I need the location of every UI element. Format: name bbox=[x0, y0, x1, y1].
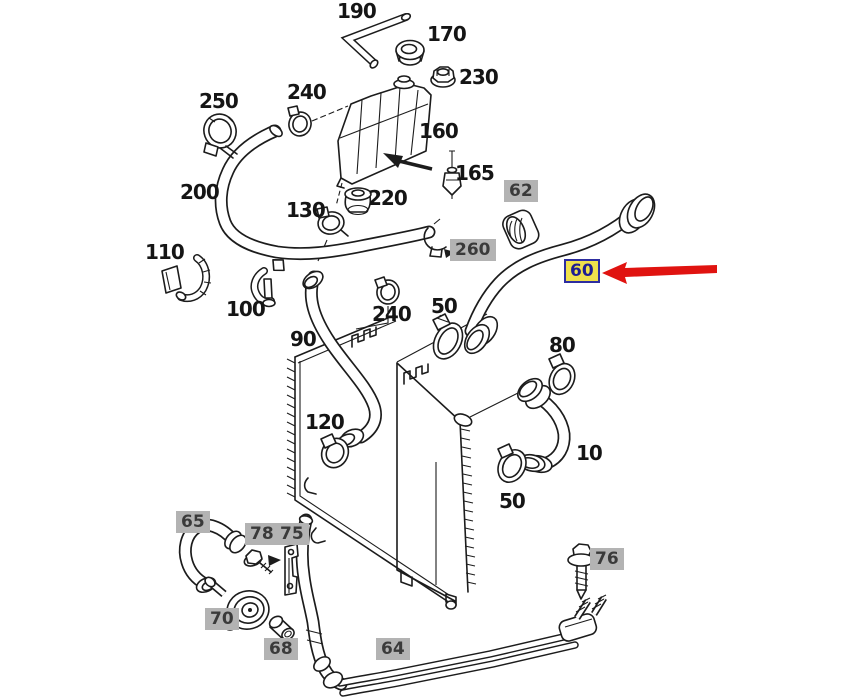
part-label-165: 165 bbox=[455, 161, 495, 185]
screw-78-drawing bbox=[243, 549, 281, 575]
part-label-170: 170 bbox=[427, 22, 467, 46]
clip-100-drawing bbox=[250, 259, 285, 308]
part-label-50-lower: 50 bbox=[499, 489, 526, 513]
part-label-62-hotspot[interactable]: 62 bbox=[504, 180, 538, 202]
part-label-60-highlighted[interactable]: 60 bbox=[564, 259, 600, 283]
clamp-130-drawing bbox=[316, 206, 349, 237]
part-label-50-upper: 50 bbox=[431, 294, 458, 318]
vent-hose-190-drawing bbox=[340, 12, 412, 69]
sensor-165-drawing bbox=[442, 150, 462, 199]
cooler-pipes-64-drawing bbox=[313, 594, 607, 697]
part-label-240-mid: 240 bbox=[372, 302, 412, 326]
part-label-90: 90 bbox=[290, 327, 317, 351]
hose-200-drawing bbox=[214, 124, 436, 261]
retainer-110-drawing bbox=[161, 254, 212, 303]
part-label-250: 250 bbox=[199, 89, 239, 113]
part-label-130: 130 bbox=[286, 198, 326, 222]
part-label-190: 190 bbox=[337, 0, 377, 23]
hose-10-drawing bbox=[517, 377, 571, 474]
part-label-10: 10 bbox=[576, 441, 603, 465]
part-label-80: 80 bbox=[549, 333, 576, 357]
clamp-50-upper-drawing bbox=[432, 313, 464, 360]
expansion-tank-160-drawing bbox=[336, 75, 433, 189]
bracket-75-drawing bbox=[284, 543, 299, 596]
clamp-50-lower-drawing bbox=[497, 443, 527, 484]
red-pointer-arrow bbox=[602, 262, 717, 284]
grommet-220-drawing bbox=[344, 187, 372, 216]
part-label-78-hotspot[interactable]: 78 bbox=[245, 523, 279, 545]
radiator-core-drawing bbox=[396, 362, 477, 610]
tank-cap-170-drawing bbox=[395, 39, 425, 66]
part-label-230: 230 bbox=[459, 65, 499, 89]
part-label-64-hotspot[interactable]: 64 bbox=[376, 638, 410, 660]
clamp-80-drawing bbox=[548, 353, 576, 396]
hose-65-drawing bbox=[178, 518, 247, 594]
clamp-250-drawing bbox=[203, 113, 238, 159]
part-label-100: 100 bbox=[226, 297, 266, 321]
part-label-220: 220 bbox=[368, 186, 408, 210]
part-label-76-hotspot[interactable]: 76 bbox=[590, 548, 624, 570]
part-label-68-hotspot[interactable]: 68 bbox=[264, 638, 298, 660]
part-label-70-hotspot[interactable]: 70 bbox=[205, 608, 239, 630]
radiator-front-panel-drawing bbox=[286, 314, 450, 602]
part-label-260-hotspot[interactable]: 260 bbox=[450, 239, 496, 261]
cap-nut-230-drawing bbox=[430, 66, 456, 88]
part-label-110: 110 bbox=[145, 240, 185, 264]
part-label-240-top: 240 bbox=[287, 80, 327, 104]
part-label-200: 200 bbox=[180, 180, 220, 204]
part-label-65-hotspot[interactable]: 65 bbox=[176, 511, 210, 533]
clamp-120-drawing bbox=[320, 433, 350, 469]
part-label-75-hotspot[interactable]: 75 bbox=[275, 523, 309, 545]
hose-60-drawing bbox=[463, 193, 656, 355]
hose-90-drawing bbox=[302, 270, 382, 448]
clamp-240-mid-drawing bbox=[374, 276, 400, 305]
damper-62-drawing bbox=[502, 209, 540, 250]
part-label-160: 160 bbox=[419, 119, 459, 143]
clamp-240-top-drawing bbox=[287, 105, 312, 137]
part-label-120: 120 bbox=[305, 410, 345, 434]
